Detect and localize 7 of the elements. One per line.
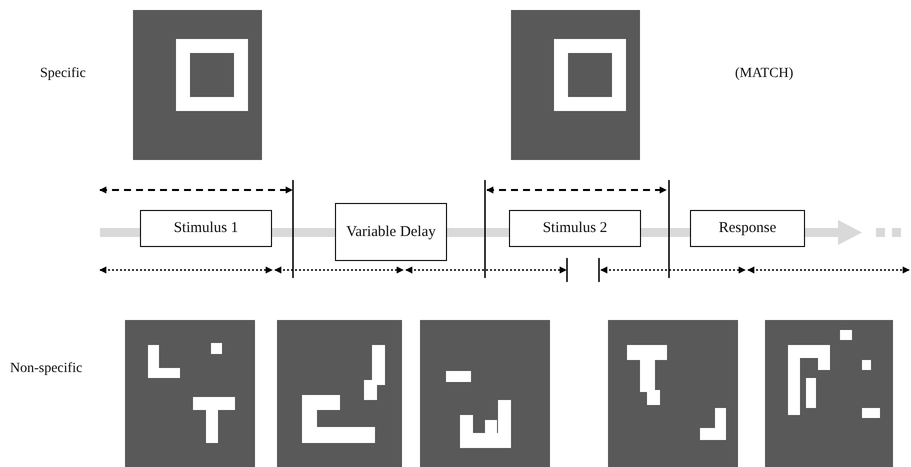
stage-box: Response bbox=[690, 210, 805, 247]
stage-box: Variable Delay bbox=[335, 203, 447, 261]
row-label: Non-specific bbox=[10, 361, 82, 377]
match-label: (MATCH) bbox=[735, 66, 794, 82]
stage-box: Stimulus 2 bbox=[509, 210, 641, 247]
stage-box: Stimulus 1 bbox=[140, 210, 272, 247]
row-label: Specific bbox=[40, 66, 86, 82]
